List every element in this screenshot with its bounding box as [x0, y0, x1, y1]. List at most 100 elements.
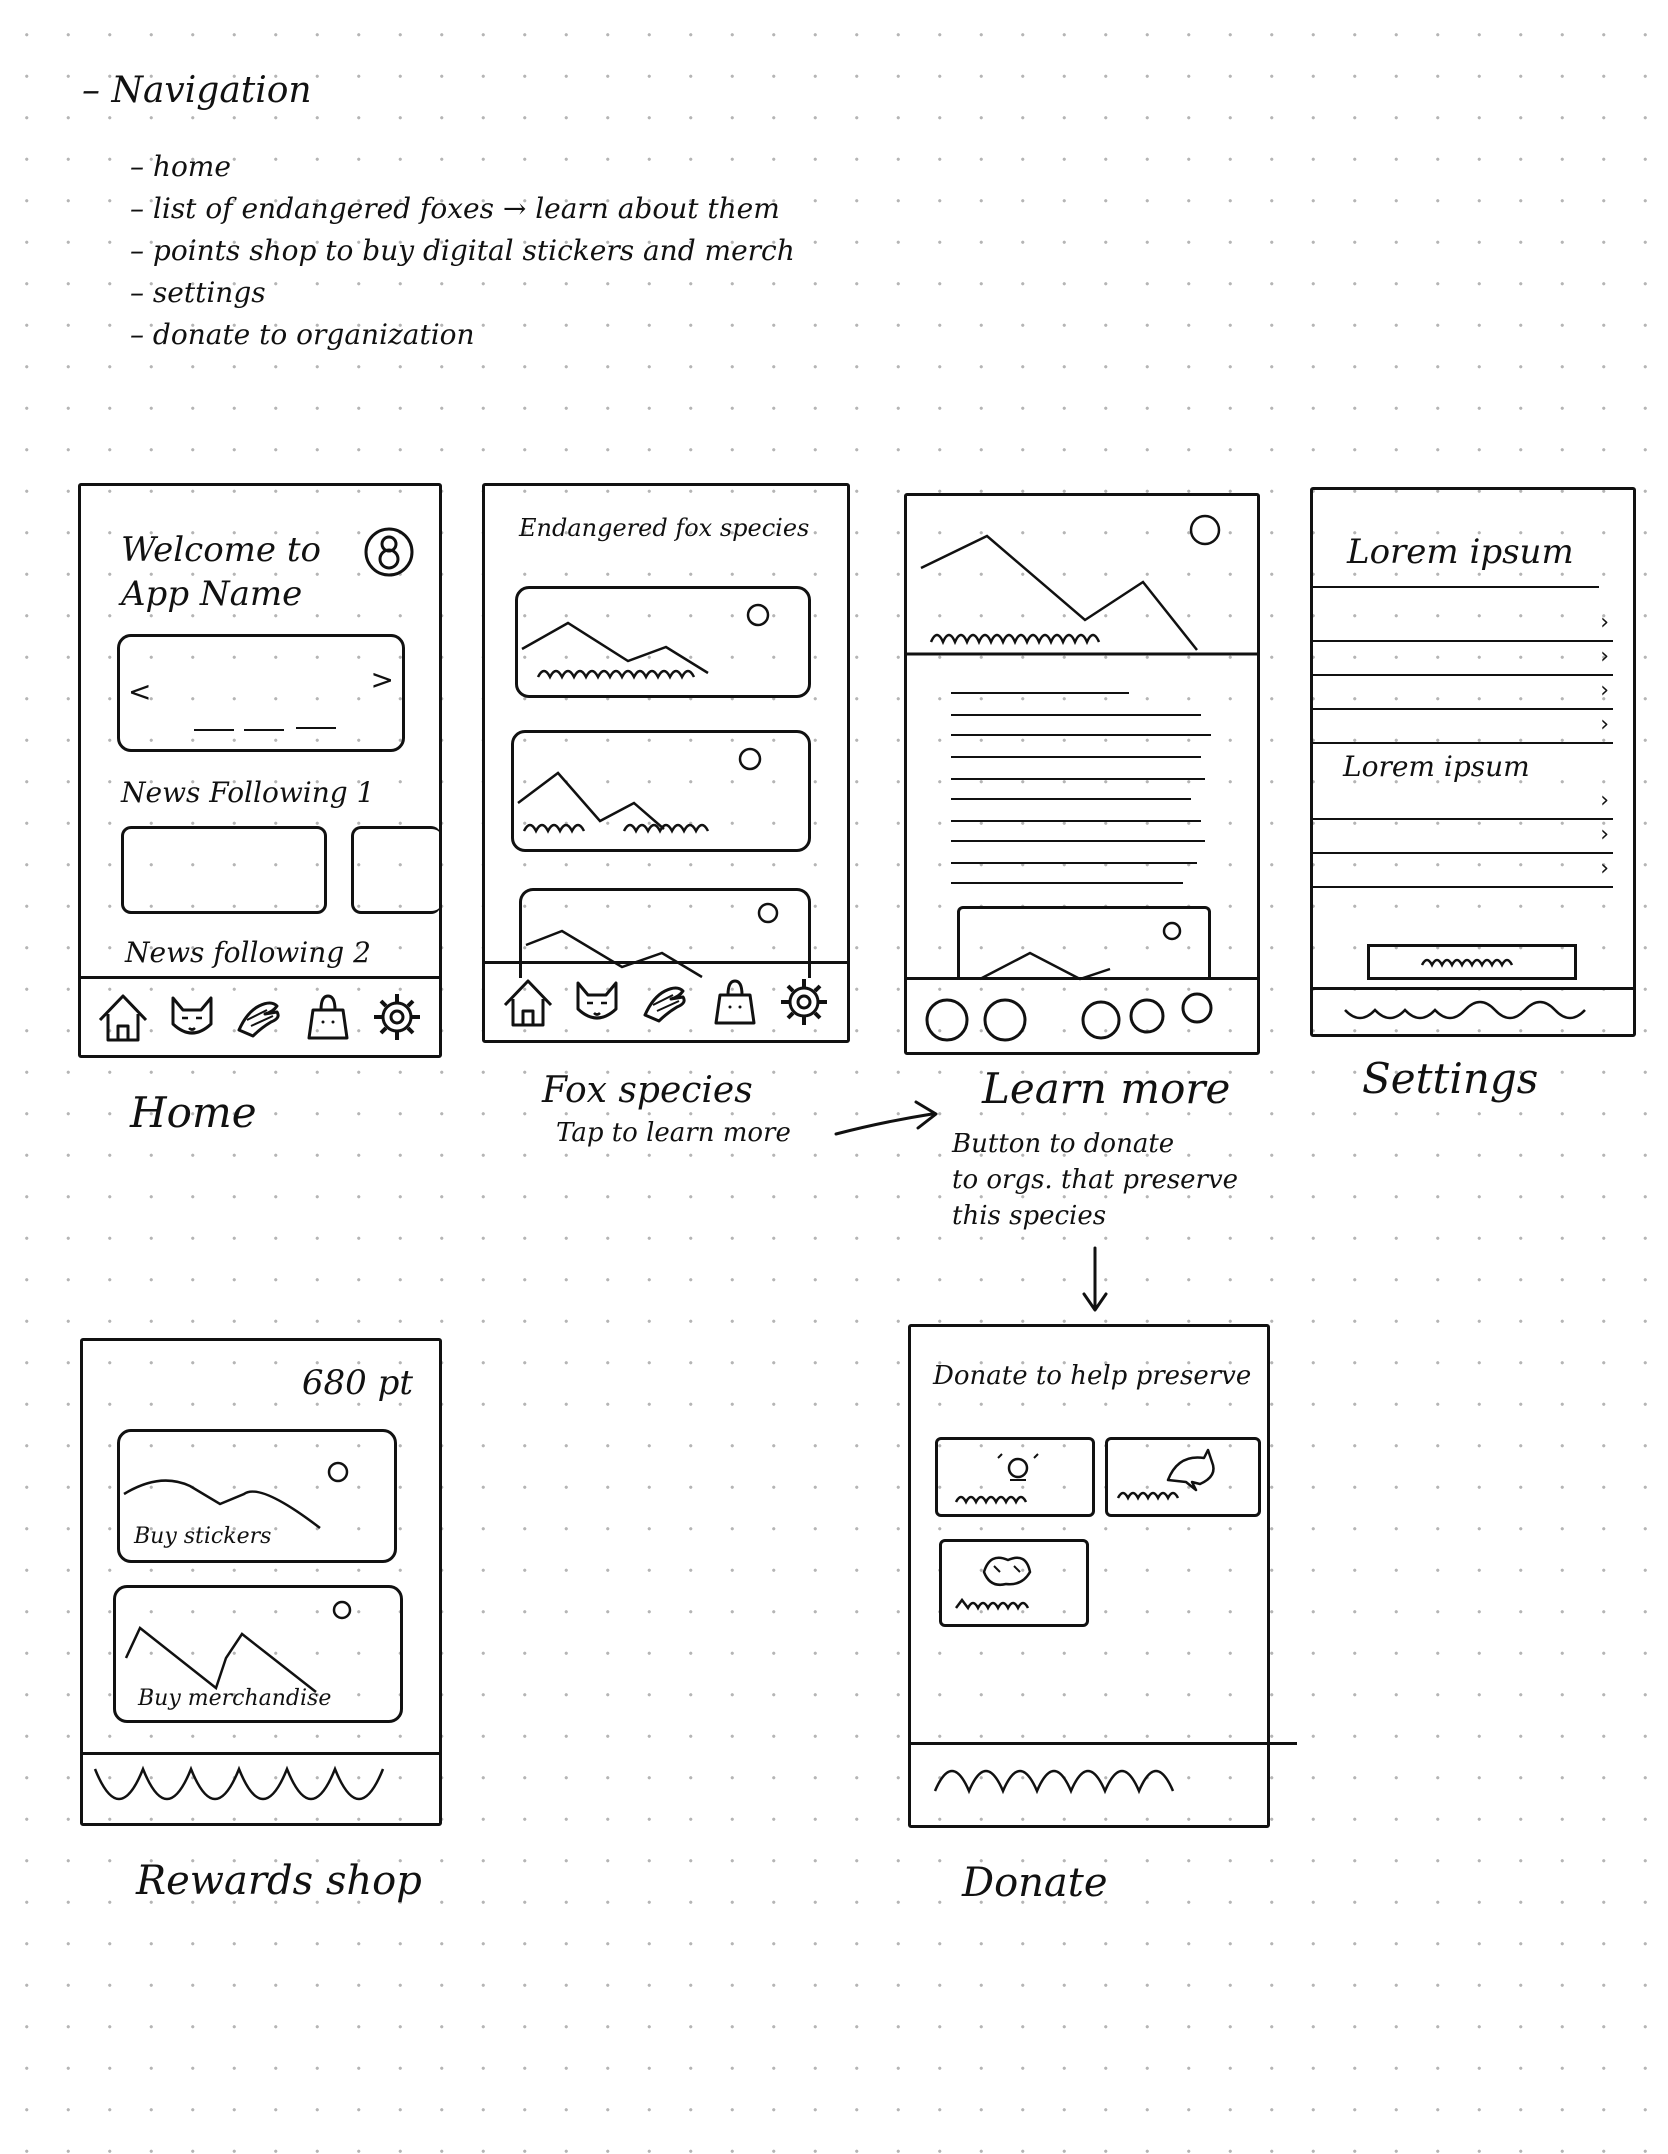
welcome-text: Welcome to App Name [121, 530, 321, 614]
settings-action-button[interactable] [1367, 944, 1577, 980]
button-label-scribble [1420, 958, 1514, 968]
nav-scribble [1344, 1000, 1586, 1020]
news-card[interactable] [351, 826, 441, 914]
settings-screen: Lorem ipsum › › › › Lorem ipsum › › › [1310, 487, 1636, 1037]
notes-item: – home [130, 150, 231, 183]
notes-item: – points shop to buy digital stickers an… [130, 234, 795, 267]
bottom-nav-placeholder [1313, 987, 1633, 1034]
landscape-image-icon [124, 1600, 352, 1693]
carousel-indicator [244, 729, 284, 731]
org-card[interactable] [1105, 1437, 1261, 1517]
donate-screen: Donate to help preserve [908, 1324, 1297, 1828]
text-line [951, 734, 1211, 736]
buy-merchandise-card[interactable]: Buy merchandise [113, 1585, 403, 1723]
divider [1313, 586, 1599, 588]
home-icon[interactable] [96, 990, 150, 1044]
org-logo-icon [954, 1453, 1039, 1505]
settings-row[interactable]: › [1313, 676, 1613, 710]
org-card[interactable] [939, 1539, 1089, 1627]
news-carousel[interactable]: < > [117, 634, 405, 752]
notes-heading: – Navigation [82, 70, 312, 111]
landscape-image-icon [521, 603, 770, 680]
fox-species-title: Endangered fox species [519, 514, 810, 542]
learn-more-caption: Learn more [982, 1064, 1231, 1113]
fox-species-caption: Fox species [542, 1070, 753, 1111]
settings-section-1-title: Lorem ipsum [1347, 532, 1574, 572]
carousel-prev-button[interactable]: < [128, 675, 152, 708]
bottom-nav-placeholder [83, 1752, 439, 1823]
right-arrow-icon [834, 1100, 938, 1136]
chevron-right-icon: › [1600, 788, 1609, 813]
carousel-indicator [296, 727, 336, 729]
nav-scribble [933, 1769, 1175, 1795]
landscape-image-icon [979, 921, 1182, 981]
buy-stickers-card[interactable]: Buy stickers [117, 1429, 397, 1563]
bottom-nav [81, 976, 439, 1055]
text-line [951, 756, 1201, 758]
bottom-nav [485, 961, 847, 1040]
learn-more-screen [904, 493, 1260, 1055]
donate-button-annotation: Button to donate to orgs. that preserve … [952, 1129, 1239, 1231]
hands-icon[interactable] [233, 990, 287, 1044]
chevron-right-icon: › [1600, 822, 1609, 847]
points-balance: 680 pt [301, 1363, 413, 1403]
buy-stickers-label: Buy stickers [134, 1524, 272, 1549]
fox-species-card[interactable] [515, 586, 811, 698]
donation-org-bar [907, 977, 1257, 1052]
donate-title: Donate to help preserve [933, 1361, 1252, 1391]
dolphin-icon [1116, 1448, 1215, 1501]
news-following-2-label: News following 2 [125, 936, 371, 969]
tap-to-learn-annotation: Tap to learn more [556, 1118, 791, 1148]
carousel-indicator [194, 729, 234, 731]
settings-row[interactable]: › [1313, 854, 1613, 888]
text-line [951, 862, 1197, 864]
text-line [951, 714, 1201, 716]
home-icon[interactable] [501, 975, 555, 1029]
landscape-image-icon [123, 1461, 349, 1529]
news-following-1-label: News Following 1 [121, 776, 375, 809]
buy-merchandise-label: Buy merchandise [138, 1686, 332, 1711]
nav-scribble [93, 1765, 385, 1801]
settings-section-2-title: Lorem ipsum [1343, 750, 1530, 783]
home-caption: Home [130, 1088, 257, 1137]
fox-species-card[interactable] [511, 730, 811, 852]
related-image-card[interactable] [957, 906, 1211, 981]
settings-row[interactable]: › [1313, 786, 1613, 820]
fox-icon[interactable] [165, 990, 219, 1044]
text-line [951, 692, 1129, 694]
home-screen: Welcome to App Name < > News Following 1… [78, 483, 442, 1058]
bottom-nav-placeholder [911, 1742, 1297, 1825]
hero-landscape-image [907, 514, 1257, 656]
rewards-shop-caption: Rewards shop [136, 1858, 422, 1904]
news-card[interactable] [121, 826, 327, 914]
chevron-right-icon: › [1600, 856, 1609, 881]
rewards-shop-screen: 680 pt Buy stickers Buy merchandise [80, 1338, 442, 1826]
text-line [951, 840, 1205, 842]
settings-row[interactable]: › [1313, 642, 1613, 676]
settings-row[interactable]: › [1313, 710, 1613, 744]
settings-caption: Settings [1362, 1054, 1539, 1103]
settings-row[interactable]: › [1313, 820, 1613, 854]
hands-icon[interactable] [639, 975, 693, 1029]
chevron-right-icon: › [1600, 712, 1609, 737]
settings-row[interactable]: › [1313, 608, 1613, 642]
down-arrow-icon [1082, 1246, 1108, 1312]
notes-item: – donate to organization [130, 318, 475, 351]
text-line [951, 820, 1201, 822]
fox-species-screen: Endangered fox species [482, 483, 850, 1043]
landscape-image-icon [517, 747, 762, 834]
carousel-next-button[interactable]: > [370, 663, 394, 696]
gear-icon[interactable] [370, 990, 424, 1044]
shopping-bag-icon[interactable] [301, 990, 355, 1044]
chevron-right-icon: › [1600, 610, 1609, 635]
gear-icon[interactable] [777, 975, 831, 1029]
org-buttons[interactable] [917, 986, 1247, 1046]
fox-icon[interactable] [570, 975, 624, 1029]
animal-logo-icon [955, 1556, 1032, 1611]
text-line [951, 882, 1183, 884]
profile-icon[interactable] [363, 526, 415, 578]
text-line [951, 778, 1205, 780]
org-card[interactable] [935, 1437, 1095, 1517]
notes-item: – list of endangered foxes → learn about… [130, 192, 780, 225]
shopping-bag-icon[interactable] [708, 975, 762, 1029]
